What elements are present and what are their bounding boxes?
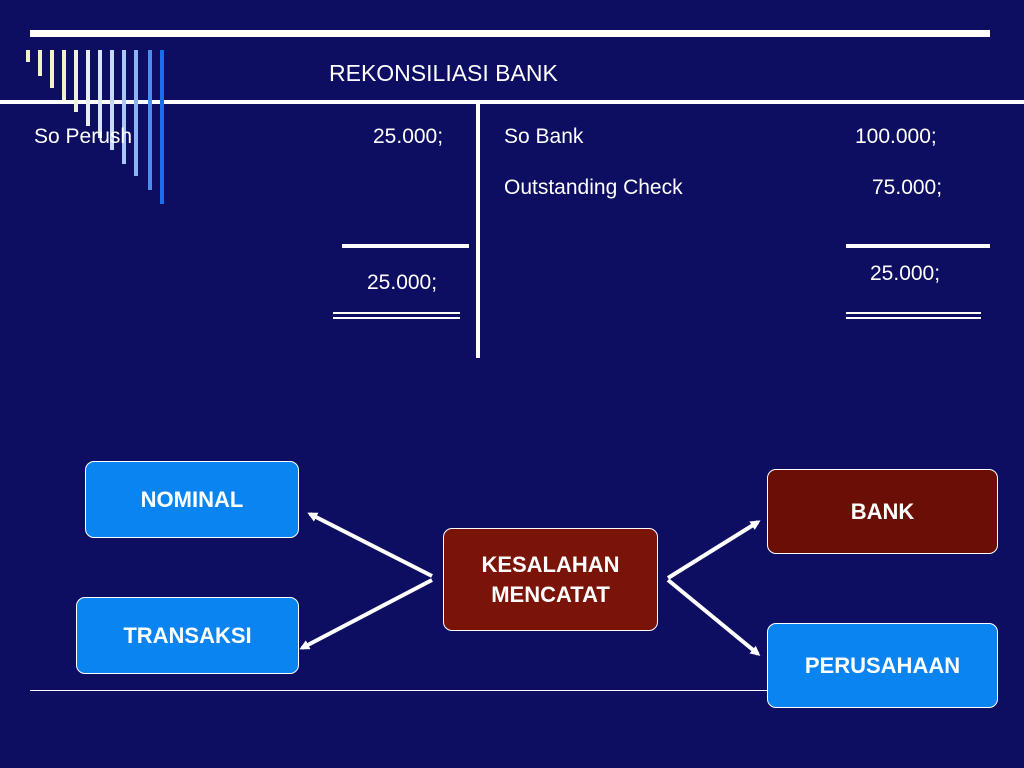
decorative-bars (26, 50, 164, 204)
center-line-2: MENCATAT (491, 581, 610, 607)
node-nominal: NOMINAL (85, 461, 299, 538)
right-subtotal-line (846, 244, 990, 248)
node-perusahaan: PERUSAHAAN (767, 623, 998, 708)
arrow-to-bank (666, 520, 761, 580)
right-row-label-so-bank: So Bank (504, 125, 584, 148)
top-border-line (30, 30, 990, 37)
arrow-to-transaksi (299, 578, 433, 650)
right-double-underline-bottom (846, 317, 981, 319)
right-total: 25.000; (870, 262, 941, 285)
node-bank: BANK (767, 469, 998, 554)
center-line-1: KESALAHAN (481, 551, 620, 577)
right-double-underline-top (846, 312, 981, 314)
page-title: REKONSILIASI BANK (329, 60, 558, 86)
node-nominal-label: NOMINAL (140, 486, 244, 512)
left-label: So Perush (34, 125, 133, 148)
right-row-amount-outstanding-check: 75.000; (872, 176, 943, 199)
node-perusahaan-label: PERUSAHAAN (804, 652, 961, 678)
node-transaksi-label: TRANSAKSI (123, 622, 252, 648)
left-total: 25.000; (367, 271, 438, 294)
node-kesalahan-mencatat: KESALAHAN MENCATAT (443, 528, 658, 631)
left-double-underline-bottom (333, 317, 460, 319)
t-account-divider (476, 104, 480, 358)
arrow-to-perusahaan (666, 578, 761, 656)
arrow-to-nominal (307, 512, 433, 578)
title-underline (0, 100, 1024, 104)
right-row-label-outstanding-check: Outstanding Check (504, 176, 683, 199)
left-subtotal-line (342, 244, 469, 248)
left-double-underline-top (333, 312, 460, 314)
node-transaksi: TRANSAKSI (76, 597, 299, 674)
right-row-amount-so-bank: 100.000; (855, 125, 937, 148)
diagram-arrows (299, 512, 761, 656)
left-amount: 25.000; (373, 125, 444, 148)
node-bank-label: BANK (850, 498, 915, 524)
bottom-rule (30, 690, 770, 691)
